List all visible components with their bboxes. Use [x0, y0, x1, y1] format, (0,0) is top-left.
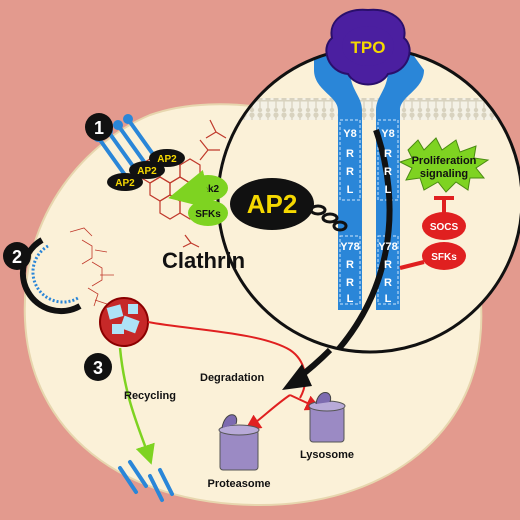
right-y78: Y78 — [378, 241, 398, 253]
sfks-to-receptor-line — [399, 260, 425, 270]
step-number-3: 3 — [93, 358, 103, 378]
ap2-small-label-3: AP2 — [157, 154, 177, 165]
jak2-label: Jak2 — [197, 184, 220, 195]
right-l2: L — [385, 293, 392, 305]
left-r3: R — [346, 259, 354, 271]
sfks-green-blob: SFKs — [188, 200, 228, 226]
recycled-receptors — [118, 460, 174, 502]
proliferation-line2: signaling — [420, 168, 468, 180]
proliferation-line1: Proliferation — [412, 155, 477, 167]
jak2-to-ap2-arrow — [168, 169, 212, 210]
right-r2: R — [384, 166, 392, 178]
left-r1: R — [346, 148, 354, 160]
proliferation-signaling-burst: Proliferation signaling — [398, 137, 490, 193]
recycling-label: Recycling — [124, 390, 176, 402]
ap2-big-label: AP2 — [247, 189, 298, 219]
left-r2: R — [346, 166, 354, 178]
step-marker-3: 3 — [84, 353, 112, 381]
endocytosis-arrow — [308, 129, 393, 352]
proteasome-label: Proteasome — [208, 478, 271, 490]
proteasome-bin — [218, 414, 260, 471]
step-marker-1: 1 — [85, 113, 113, 141]
left-r4: R — [346, 277, 354, 289]
step-number-2: 2 — [12, 247, 22, 267]
sfks-red-label: SFKs — [431, 252, 457, 263]
step-number-1: 1 — [94, 118, 104, 138]
clathrin-label: Clathrin — [162, 248, 245, 273]
sfks-red-blob: SFKs — [422, 242, 466, 270]
ap2-big: AP2 — [230, 178, 314, 230]
left-l: L — [347, 184, 354, 196]
ap2-small-label-2: AP2 — [137, 166, 157, 177]
lysosome-label: Lysosome — [300, 449, 354, 461]
sfks-green-label: SFKs — [195, 209, 221, 220]
right-r1: R — [384, 148, 392, 160]
endocytosis-arrow-head — [282, 364, 312, 390]
left-y78: Y78 — [340, 241, 360, 253]
ap2-small-label-1: AP2 — [115, 178, 135, 189]
socs-label: SOCS — [430, 222, 459, 233]
degradation-label: Degradation — [200, 372, 264, 384]
step-marker-2: 2 — [3, 242, 31, 270]
right-r3: R — [384, 259, 392, 271]
jak2-blob: Jak2 — [188, 175, 228, 201]
step3-endosome — [99, 297, 149, 347]
right-l: L — [385, 184, 392, 196]
lysosome-bin — [308, 392, 346, 443]
arrow-recycling — [118, 347, 155, 465]
tpo-ligand: TPO — [325, 8, 411, 86]
tpo-receptor-left — [314, 48, 362, 310]
left-l2: L — [347, 293, 354, 305]
left-y8: Y8 — [343, 128, 356, 140]
socs-blob: SOCS — [422, 212, 466, 240]
zoom-circle — [216, 46, 520, 354]
right-y8: Y8 — [381, 128, 394, 140]
right-r4: R — [384, 277, 392, 289]
tpo-label: TPO — [351, 38, 386, 57]
